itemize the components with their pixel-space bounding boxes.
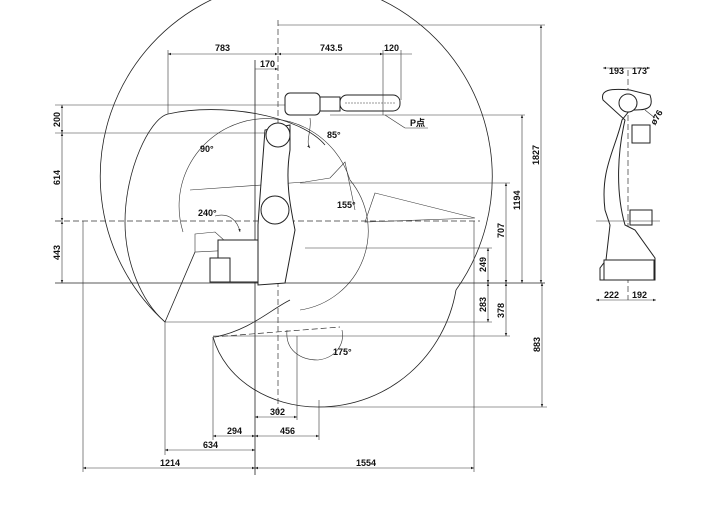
dim-1214: 1214 [160,458,180,468]
robot-arm-front [209,92,401,286]
workspace-envelope [99,0,493,408]
dim-249: 249 [478,257,488,272]
dim-193: 193 [609,66,624,76]
dim-1827: 1827 [531,145,541,165]
inner-reach-arc [124,113,196,323]
point-p-label: P点 [410,117,425,128]
angle-155: 155° [337,200,356,210]
dim-302: 302 [270,407,285,417]
dim-192: 192 [632,290,647,300]
inner-arc-3 [214,299,291,338]
dim-1194: 1194 [512,190,522,210]
angle-arcs [214,114,428,361]
dim-170: 170 [260,59,275,69]
outer-reach-arc [99,0,493,323]
dim-173: 173 [632,66,647,76]
dim-707: 707 [496,223,506,238]
top-dimensions [167,50,412,115]
inner-arc-2 [167,109,326,146]
dim-283: 283 [478,297,488,312]
angle-90: 90° [200,144,214,154]
angle-85: 85° [327,130,341,140]
center-lines [55,20,547,475]
dim-743-5: 743.5 [320,43,343,53]
bottom-dimensions [82,221,475,472]
dim-294: 294 [227,426,242,436]
dim-1554: 1554 [356,458,376,468]
dim-883: 883 [532,337,542,352]
robot-side-view [596,66,660,302]
dim-120: 120 [384,43,399,53]
dim-200: 200 [52,112,62,127]
dim-783: 783 [215,43,230,53]
dim-634: 634 [203,440,218,450]
angle-175: 175° [333,347,352,357]
dim-diameter-76: ø76 [648,108,664,126]
angle-240: 240° [198,208,217,218]
dim-456: 456 [280,426,295,436]
dim-378: 378 [496,303,506,318]
dim-443: 443 [52,245,62,260]
right-dimensions [486,25,544,407]
dim-614: 614 [52,170,62,185]
dim-222: 222 [604,290,619,300]
